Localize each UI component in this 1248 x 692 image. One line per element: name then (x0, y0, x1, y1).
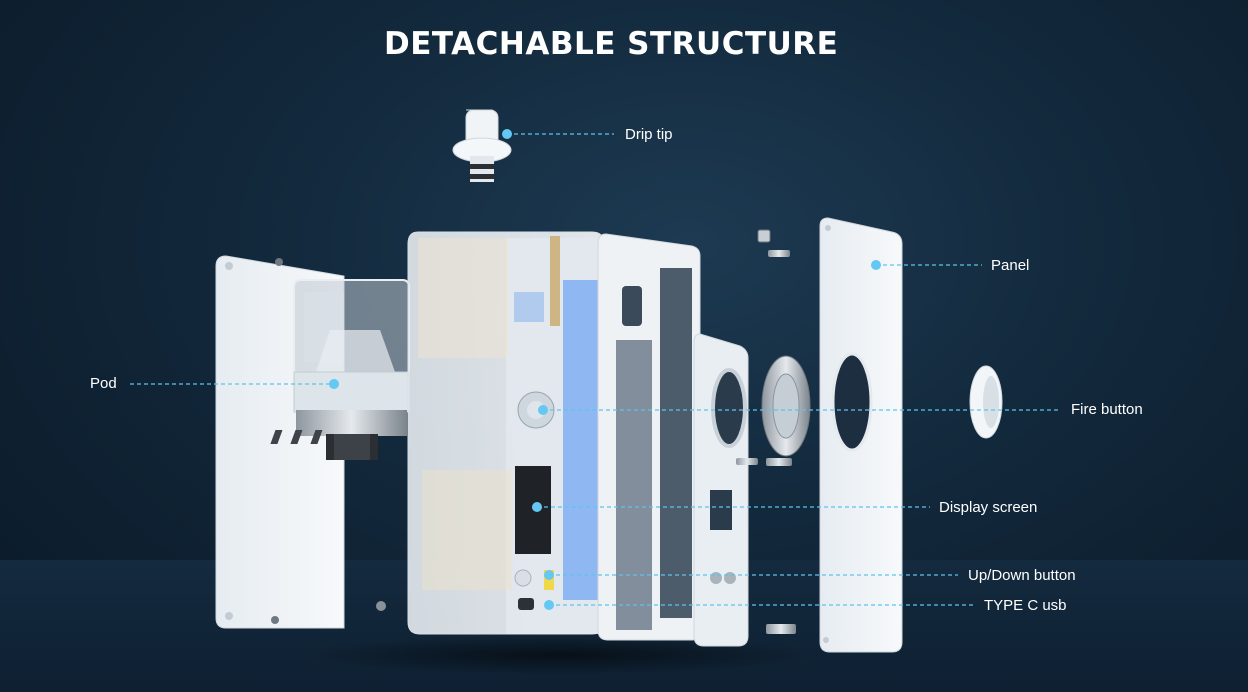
label-pod: Pod (90, 375, 117, 392)
drip-tip (453, 110, 511, 182)
back-plate-screw (225, 612, 233, 620)
pod-tank (294, 280, 409, 460)
label-fire-button: Fire button (1071, 401, 1143, 418)
callout-dot-pod (329, 379, 339, 389)
back-plate-screw (271, 616, 279, 624)
back-plate-screw (225, 262, 233, 270)
middle-frame (598, 234, 700, 640)
callout-dot-up-down-button (544, 570, 554, 580)
fire-button-ring (762, 356, 810, 456)
back-plate-screw (275, 258, 283, 266)
callout-dot-fire-button (538, 405, 548, 415)
label-up-down-button: Up/Down button (968, 567, 1076, 584)
callout-dot-display-screen (532, 502, 542, 512)
label-type-c-usb: TYPE C usb (984, 597, 1067, 614)
front-panel (820, 218, 902, 652)
label-display-screen: Display screen (939, 499, 1037, 516)
callout-dot-type-c-usb (544, 600, 554, 610)
callout-dot-panel (871, 260, 881, 270)
fire-button-cap (970, 366, 1002, 438)
button-plate (694, 334, 748, 646)
display-strip (563, 280, 599, 600)
label-drip-tip: Drip tip (625, 126, 673, 143)
label-panel: Panel (991, 257, 1029, 274)
callout-dot-drip-tip (502, 129, 512, 139)
